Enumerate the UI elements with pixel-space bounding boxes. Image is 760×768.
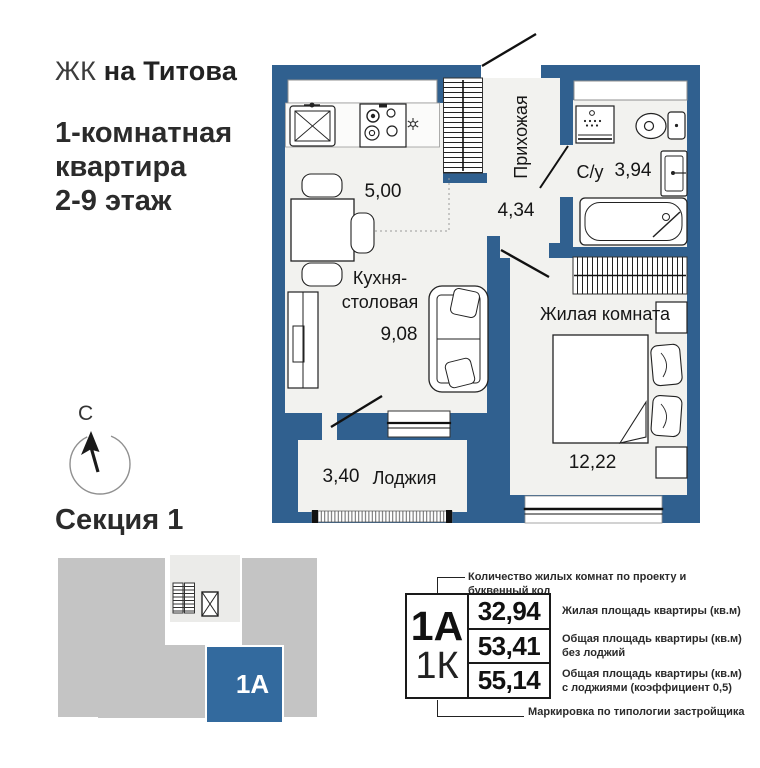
room-loggia xyxy=(298,440,467,512)
double-bed-icon xyxy=(552,334,683,444)
living-door xyxy=(500,248,550,279)
loggia-area: 3,40 xyxy=(322,466,360,487)
bottom-note: Маркировка по типологии застройщика xyxy=(528,706,745,718)
living-wardrobe-icon xyxy=(572,256,688,295)
extractor-fan-icon xyxy=(407,118,419,130)
total-area-with-loggia-note: Общая площадь квартиры (кв.м) с лоджиями… xyxy=(562,668,742,695)
living-area-note: Жилая площадь квартиры (кв.м) xyxy=(562,605,741,617)
cabinet-icon xyxy=(287,291,319,389)
hallway-label: Прихожая xyxy=(511,95,531,179)
section-block xyxy=(98,645,205,718)
elevator-icon xyxy=(201,591,219,617)
bathtub-icon xyxy=(579,197,688,246)
living-window xyxy=(523,495,664,524)
loggia-door xyxy=(330,394,383,429)
blanket-fold xyxy=(618,400,647,444)
floor-plan xyxy=(272,32,700,524)
bathroom-door-gap xyxy=(560,145,573,197)
unit-type: 1К xyxy=(415,644,459,687)
spec-table: 1А 1К 32,94 53,41 55,14 xyxy=(405,593,551,699)
wall-stub xyxy=(487,236,500,258)
unit-code-cell: 1А 1К xyxy=(407,595,469,697)
sofa-icon xyxy=(428,285,489,393)
loggia-label: Лоджия xyxy=(372,468,437,488)
stove-icon xyxy=(359,103,407,148)
top-note-connector xyxy=(437,577,465,594)
stairs-icon xyxy=(172,582,195,614)
compass-north-label: С xyxy=(78,402,94,425)
kitchen-loggia-window xyxy=(386,410,452,438)
sink-icon xyxy=(289,102,336,147)
windows xyxy=(287,79,688,524)
washbasin-icon xyxy=(660,150,688,197)
stairwell-block xyxy=(170,555,240,622)
kitchen-label: Кухня- столовая xyxy=(341,268,419,313)
north-arrow-icon xyxy=(81,431,100,473)
building-section-map: 1А xyxy=(50,552,335,724)
living-door-gap xyxy=(500,243,549,258)
total-area-value: 53,41 xyxy=(469,627,549,663)
complex-name: ЖК на Титова xyxy=(55,56,237,87)
complex-prefix: ЖК xyxy=(55,56,97,86)
toilet-icon xyxy=(635,111,686,140)
bathroom-door xyxy=(539,145,569,189)
unit-code: 1А xyxy=(410,603,464,650)
compass-icon xyxy=(69,431,131,495)
unit-location-block: 1А xyxy=(205,645,284,724)
living-area-value: 32,94 xyxy=(477,595,541,626)
nightstand-icon xyxy=(655,301,688,334)
dining-table-icon xyxy=(290,173,375,287)
kitchen-zone-area: 5,00 xyxy=(364,181,402,202)
hallway-wardrobe-icon xyxy=(443,77,483,174)
section-title: Секция 1 xyxy=(55,504,184,536)
bathroom-label: С/у xyxy=(576,162,604,182)
door-swings xyxy=(330,32,569,429)
bottom-note-connector xyxy=(437,700,524,717)
apartment-title: 1-комнатная квартира 2-9 этаж xyxy=(55,117,233,218)
hallway-area: 4,34 xyxy=(497,200,535,221)
total-area-with-loggia-value: 55,14 xyxy=(469,662,549,697)
washing-machine-icon xyxy=(575,105,615,144)
loggia-door-gap xyxy=(322,413,337,440)
entrance-door xyxy=(481,32,537,68)
total-area-note: Общая площадь квартиры (кв.м) без лоджий xyxy=(562,633,742,660)
living-label: Жилая комната xyxy=(539,304,670,324)
loggia-window xyxy=(311,510,453,523)
kitchen-area: 9,08 xyxy=(380,324,418,345)
room-hallway xyxy=(483,78,560,243)
area-values: 32,94 53,41 55,14 xyxy=(469,595,549,697)
nightstand-icon xyxy=(655,446,688,479)
kitchen-window xyxy=(287,79,438,104)
stair-elevator-icons xyxy=(172,582,219,617)
unit-location-label: 1А xyxy=(235,669,270,699)
living-area: 12,22 xyxy=(568,452,617,473)
entrance-gap xyxy=(481,63,541,78)
bathroom-window xyxy=(573,80,688,101)
wall-stub xyxy=(443,173,487,183)
complex-title: на Титова xyxy=(103,56,238,86)
bathroom-area: 3,94 xyxy=(614,160,652,181)
